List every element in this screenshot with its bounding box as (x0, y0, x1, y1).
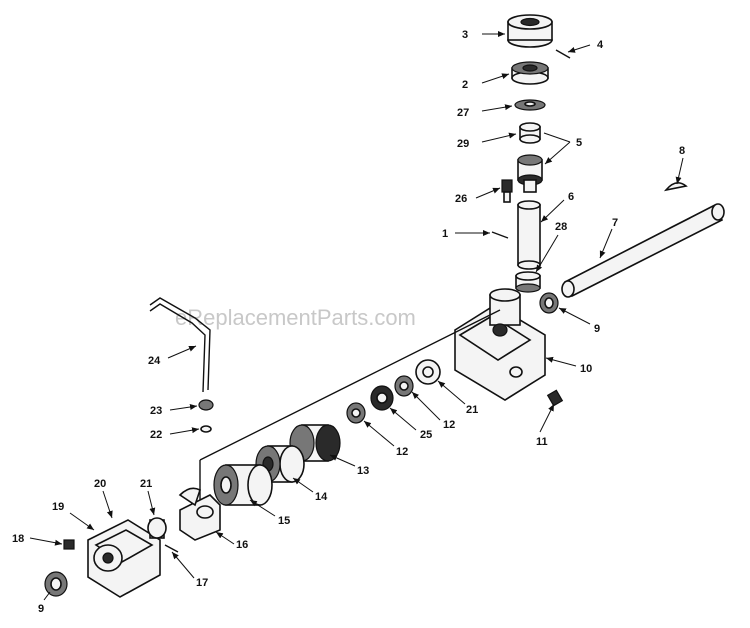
callout-17: 17 (196, 577, 208, 589)
callout-21-left: 21 (140, 478, 152, 490)
part-9-seal-left (44, 571, 68, 597)
callout-18: 18 (12, 533, 24, 545)
part-17-pin (164, 544, 179, 553)
part-21-spacer-right (415, 359, 441, 385)
callout-5: 5 (576, 137, 582, 149)
callout-24: 24 (148, 355, 161, 367)
callout-13: 13 (357, 465, 369, 477)
part-29-bushing (519, 122, 541, 144)
callout-14: 14 (315, 491, 328, 503)
part-18-bolt (63, 539, 75, 550)
part-8-key (663, 182, 688, 192)
part-4-pin (555, 49, 571, 59)
callout-4: 4 (597, 39, 604, 51)
part-25-bearing (370, 385, 394, 411)
callout-2: 2 (462, 79, 468, 91)
callout-9-right: 9 (594, 323, 600, 335)
callout-21-right: 21 (466, 404, 478, 416)
part-20-cover (87, 519, 161, 598)
part-7-axle (561, 203, 725, 298)
callout-12-upper: 12 (443, 419, 455, 431)
callout-27: 27 (457, 107, 469, 119)
part-16-shift-fork (178, 487, 221, 541)
callout-22: 22 (150, 429, 162, 441)
part-11-setscrew (546, 389, 564, 407)
part-26-fitting (501, 179, 513, 203)
callout-15: 15 (278, 515, 290, 527)
callout-16: 16 (236, 539, 248, 551)
callout-25: 25 (420, 429, 432, 441)
part-23-clip (198, 399, 214, 411)
callout-11: 11 (536, 436, 548, 448)
part-12-washer-lower (346, 402, 366, 424)
callout-12-lower: 12 (396, 446, 408, 458)
callout-10: 10 (580, 363, 592, 375)
callout-3: 3 (462, 29, 468, 41)
callout-1: 1 (442, 228, 448, 240)
part-1-key (491, 231, 509, 239)
part-2-bearing (511, 61, 549, 85)
callout-19: 19 (52, 501, 64, 513)
callout-8: 8 (679, 145, 685, 157)
part-21-spacer-left (147, 517, 167, 539)
watermark-text: eReplacementParts.com (175, 305, 416, 330)
callout-6: 6 (568, 191, 574, 203)
callout-7: 7 (612, 217, 618, 229)
part-12-washer-upper (394, 375, 414, 397)
part-22-ring (200, 425, 212, 433)
callout-28: 28 (555, 221, 567, 233)
callout-29: 29 (457, 138, 469, 150)
part-28-bearing (515, 271, 541, 293)
callout-23: 23 (150, 405, 162, 417)
part-6-shaft (517, 200, 541, 270)
part-9-seal-right (539, 292, 559, 314)
shaft-centerline (199, 309, 501, 505)
part-10-housing (454, 288, 546, 401)
part-5-gear (517, 154, 543, 193)
callout-26: 26 (455, 193, 467, 205)
leader-lines (29, 31, 684, 601)
callout-20: 20 (94, 478, 106, 490)
part-3-pulley (507, 14, 553, 48)
part-27-washer (514, 99, 546, 111)
callout-labels: 3 4 2 27 29 5 26 6 1 28 7 8 9 10 11 24 2… (12, 29, 685, 615)
part-15-collar (213, 464, 273, 506)
callout-9-left: 9 (38, 603, 44, 615)
part-14-gear (255, 445, 305, 483)
part-24-shift-rod (149, 297, 211, 393)
